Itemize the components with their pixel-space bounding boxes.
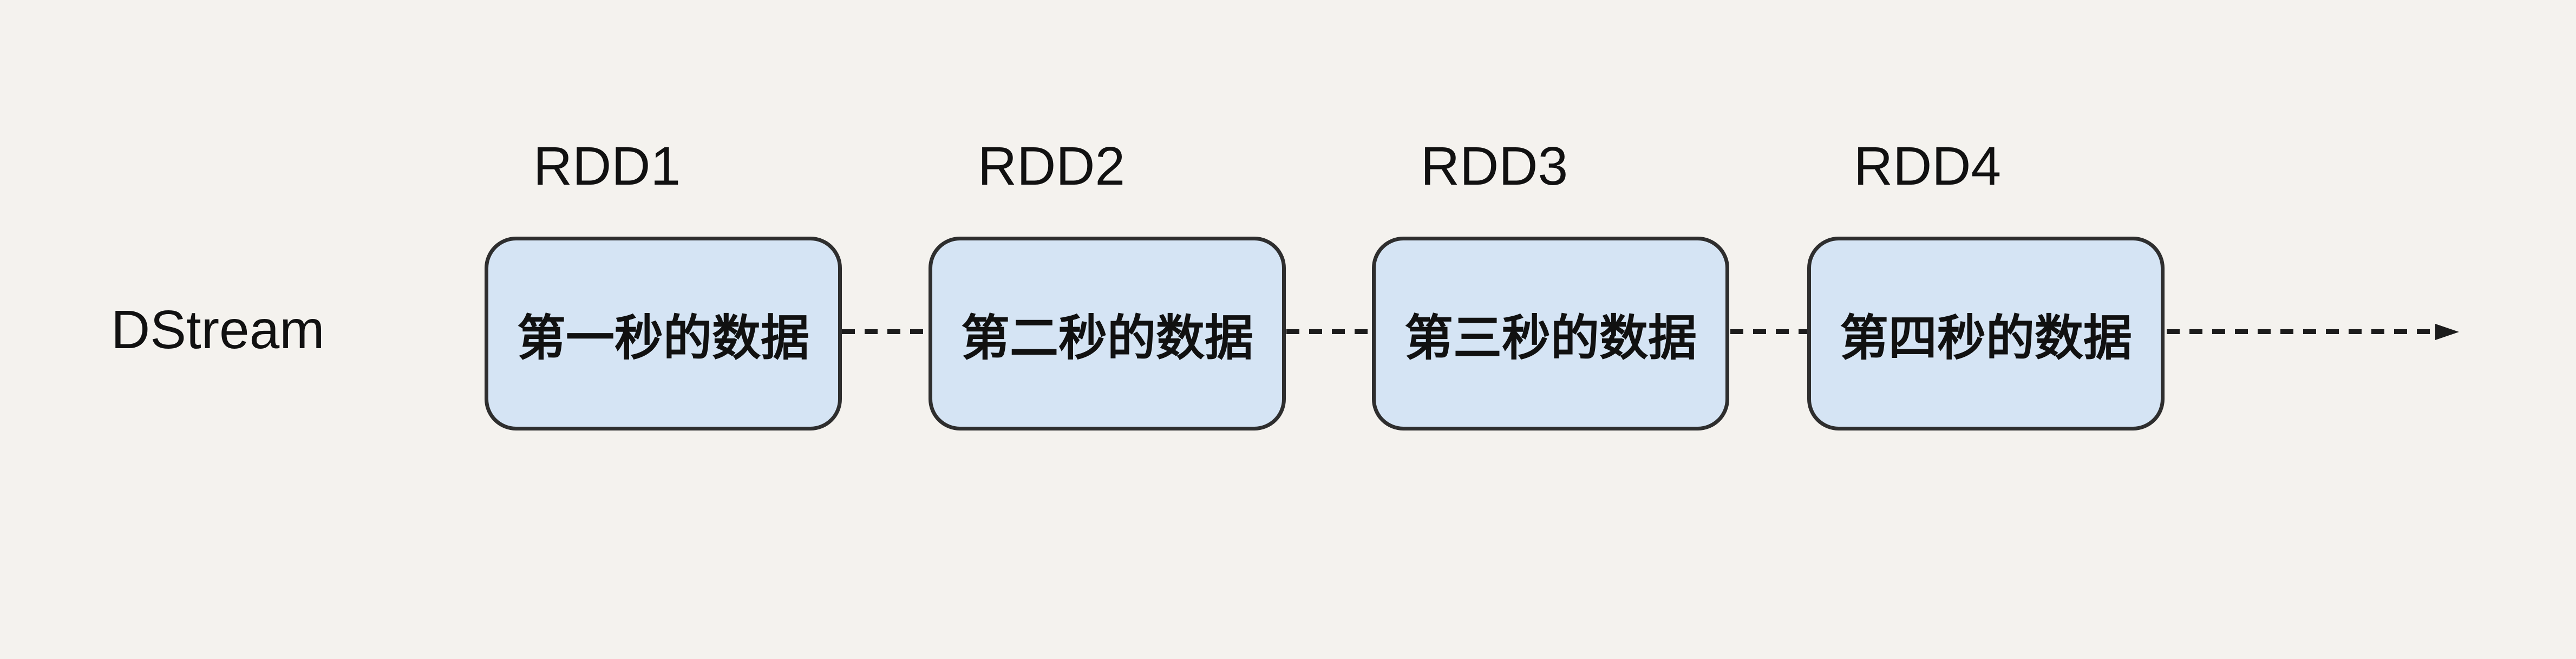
dashed-connector bbox=[1730, 329, 1807, 334]
arrow-right-icon bbox=[2435, 324, 2459, 340]
rdd4-box: 第四秒的数据 bbox=[1807, 237, 2165, 430]
dashed-connector-tail bbox=[2167, 329, 2435, 334]
rdd2-box: 第二秒的数据 bbox=[929, 237, 1286, 430]
dashed-connector bbox=[1286, 329, 1372, 334]
rdd2-box-text: 第二秒的数据 bbox=[961, 311, 1253, 366]
rdd3-box: 第三秒的数据 bbox=[1372, 237, 1729, 430]
rdd2-label: RDD2 bbox=[977, 136, 1126, 197]
dashed-connector bbox=[842, 329, 929, 334]
rdd3-label: RDD3 bbox=[1420, 136, 1568, 197]
rdd4-box-text: 第四秒的数据 bbox=[1840, 311, 2132, 366]
rdd1-box-text: 第一秒的数据 bbox=[517, 311, 809, 366]
rdd1-label: RDD1 bbox=[533, 136, 681, 197]
rdd1-box: 第一秒的数据 bbox=[485, 237, 842, 430]
rdd3-box-text: 第三秒的数据 bbox=[1404, 311, 1697, 366]
rdd4-label: RDD4 bbox=[1853, 136, 2002, 197]
dstream-label: DStream bbox=[111, 299, 325, 360]
